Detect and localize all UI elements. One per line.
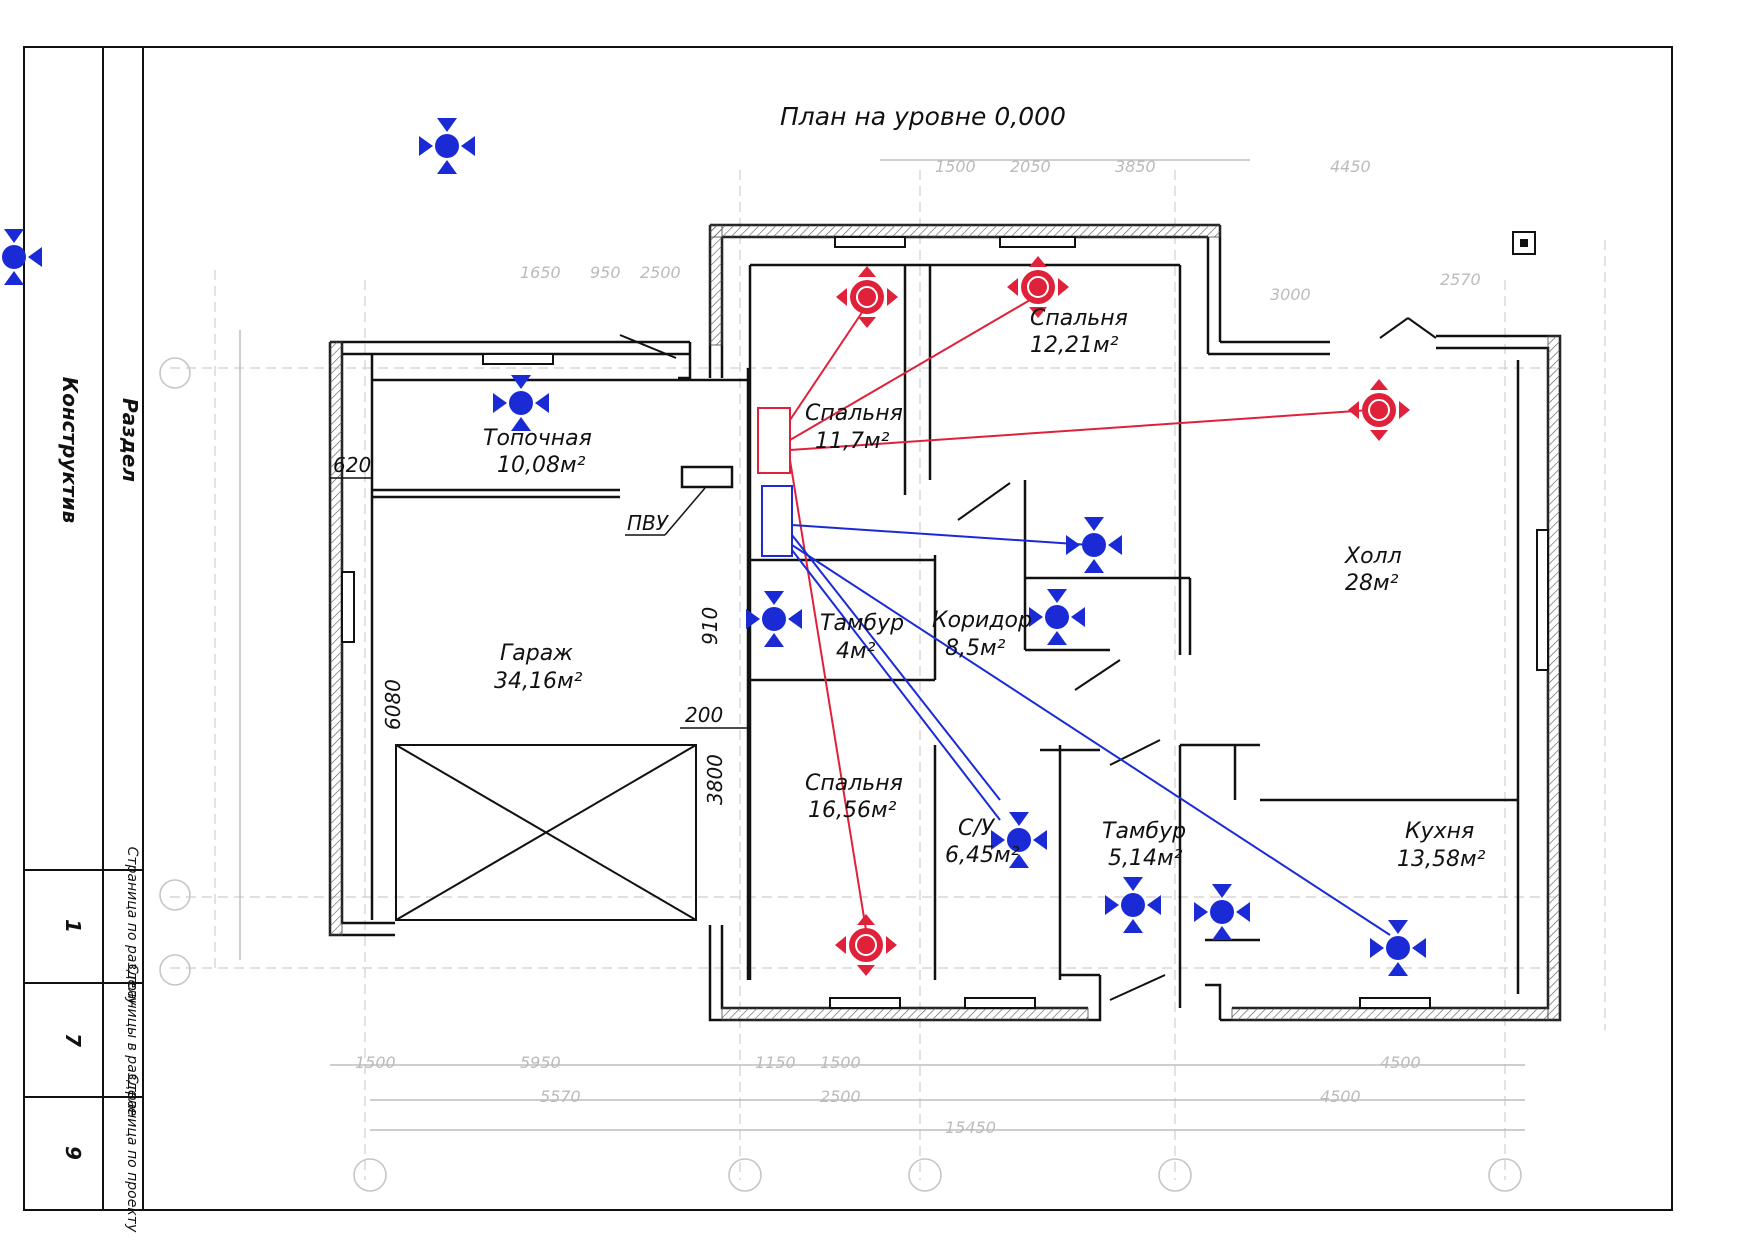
sidebar-value-1: 1 (61, 919, 85, 933)
svg-text:5570: 5570 (540, 1087, 581, 1106)
room-kuhnya-area: 13,58м² (1397, 847, 1486, 872)
exhaust-duct (789, 299, 1031, 441)
supply-diffuser-icon (2, 229, 42, 285)
svg-text:1500: 1500 (935, 157, 976, 176)
supply-diffuser-icon (746, 591, 802, 647)
exhaust-duct (789, 459, 867, 931)
pvu-leader (664, 487, 706, 536)
door-swings (619, 317, 1437, 1001)
svg-text:2500: 2500 (820, 1087, 861, 1106)
room-holl-name: Холл (1344, 544, 1402, 569)
plan-title: План на уровне 0,000 (780, 102, 1066, 131)
svg-text:4500: 4500 (1380, 1053, 1421, 1072)
supply-diffuser-icon (991, 812, 1047, 868)
sidebar-value-3: 9 (61, 1146, 85, 1160)
room-koridor-area: 8,5м² (945, 636, 1006, 661)
svg-text:5950: 5950 (520, 1053, 561, 1072)
room-garazh-area: 34,16м² (494, 669, 583, 694)
sidebar-col2-label: Страницы в разделе (124, 964, 140, 1116)
room-kuhnya-name: Кухня (1405, 819, 1474, 844)
svg-text:1650: 1650 (520, 263, 561, 282)
svg-text:950: 950 (590, 263, 621, 282)
dim-910: 910 (698, 607, 722, 645)
exhaust-manifold (757, 407, 791, 474)
room-holl-area: 28м² (1345, 571, 1399, 596)
svg-text:1150: 1150 (755, 1053, 796, 1072)
room-koridor-name: Коридор (932, 608, 1032, 633)
dim-620: 620 (333, 453, 371, 477)
room-su-area: 6,45м² (945, 843, 1020, 868)
sidebar-col3-label: Страница по проекту (124, 1074, 140, 1233)
sidebar-value-2: 7 (61, 1033, 85, 1047)
construction-grid (170, 170, 1606, 1180)
supply-manifold (761, 485, 793, 557)
supply-duct (791, 534, 1001, 801)
pvu-label: ПВУ (627, 511, 670, 535)
axis-bubbles (159, 357, 1522, 1192)
supply-diffuser-icon (1370, 920, 1426, 976)
room-tambur2-area: 5,14м² (1108, 846, 1183, 871)
supply-duct (791, 549, 1001, 821)
room-topochnaya-area: 10,08м² (497, 453, 586, 478)
supply-diffuser-icon (1066, 517, 1122, 573)
sidebar-konstruktiv: Конструктив (58, 377, 82, 524)
exhaust-diffuser-icon (835, 914, 897, 976)
room-spalnya1-name: Спальня (805, 401, 903, 426)
dim-6080: 6080 (381, 679, 405, 730)
svg-text:2570: 2570 (1440, 270, 1481, 289)
svg-text:1500: 1500 (355, 1053, 396, 1072)
room-spalnya2-area: 12,21м² (1030, 333, 1119, 358)
svg-text:2500: 2500 (640, 263, 681, 282)
room-tambur1-area: 4м² (836, 639, 876, 664)
dim-200: 200 (685, 703, 723, 727)
exhaust-diffuser-icon (1348, 379, 1410, 441)
supply-diffuser-icon (419, 118, 475, 174)
room-su-name: С/У (958, 816, 996, 841)
ghost-dimension-values: 1650 950 2500 1500 2050 3850 4450 1500 5… (355, 157, 1481, 1137)
exhaust-diffusers (835, 256, 1410, 976)
sidebar-col1-label: Страница по разделу (124, 847, 140, 1007)
exhaust-diffuser-icon (1007, 256, 1069, 318)
dim-3800: 3800 (703, 754, 727, 805)
svg-text:3850: 3850 (1115, 157, 1156, 176)
svg-text:15450: 15450 (945, 1118, 996, 1137)
supply-diffuser-icon (1105, 877, 1161, 933)
outlet-symbol-inner (1520, 239, 1528, 247)
sidebar-razdel: Раздел (118, 398, 142, 482)
room-spalnya1-area: 11,7м² (815, 429, 890, 454)
svg-text:2050: 2050 (1010, 157, 1051, 176)
supply-diffuser-icon (1194, 884, 1250, 940)
supply-diffuser-icon (493, 375, 549, 431)
windows (341, 236, 1549, 1009)
room-garazh-name: Гараж (500, 641, 573, 666)
svg-text:1500: 1500 (820, 1053, 861, 1072)
exhaust-duct (789, 409, 1371, 451)
sheet-frame (23, 46, 1673, 1211)
supply-duct (791, 524, 1091, 546)
room-tambur2-name: Тамбур (1102, 819, 1186, 844)
interior-walls (372, 263, 1518, 1008)
duct-runs (789, 299, 1391, 936)
svg-text:4500: 4500 (1320, 1087, 1361, 1106)
room-spalnya3-name: Спальня (805, 771, 903, 796)
outlet-symbol (1512, 231, 1536, 255)
room-tambur1-name: Тамбур (820, 611, 904, 636)
svg-text:3000: 3000 (1270, 285, 1311, 304)
supply-diffuser-icon (1029, 589, 1085, 645)
dimension-lines-bottom (239, 159, 1525, 1131)
room-spalnya3-area: 16,56м² (808, 798, 897, 823)
pvu-unit (680, 465, 734, 489)
wall-hatch (329, 224, 1561, 1021)
garage-door-opening (395, 744, 697, 921)
supply-duct (791, 544, 1391, 936)
exhaust-duct (789, 304, 868, 421)
svg-text:4450: 4450 (1330, 157, 1371, 176)
room-topochnaya-name: Топочная (483, 426, 592, 451)
room-spalnya2-name: Спальня (1030, 306, 1128, 331)
supply-diffusers (2, 118, 1426, 976)
exhaust-diffuser-icon (836, 266, 898, 328)
